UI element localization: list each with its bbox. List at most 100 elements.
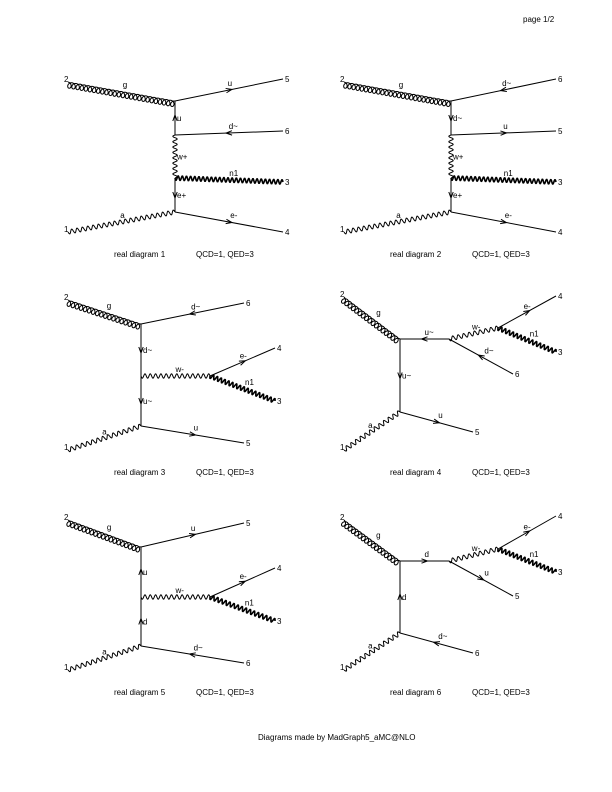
external-leg-number: 6 [558, 75, 563, 84]
fermion-arrow [448, 114, 454, 123]
diagram-caption: real diagram 5 [114, 688, 166, 697]
fermion-arrow [477, 354, 485, 361]
external-leg-number: 6 [475, 649, 480, 658]
photon-line-a [67, 209, 176, 235]
particle-label: w- [471, 544, 481, 553]
fermion-arrow [189, 431, 197, 437]
external-leg-number: 5 [246, 439, 251, 448]
fermion-arrow [225, 87, 234, 94]
particle-label: a [396, 211, 401, 220]
coupling-orders: QCD=1, QED=3 [472, 250, 530, 259]
particle-label: d [425, 550, 429, 559]
diagram-grid: g u u d~ w+ n1 e+ a e- 2 1 5 6 3 4 real diagram 1 QCD=1,… [64, 75, 563, 697]
external-leg-number: 4 [558, 228, 563, 237]
fermion-line-u [448, 560, 514, 597]
fermion-line-d~ [140, 302, 245, 325]
zig-line-n1 [450, 175, 557, 185]
external-leg-number: 3 [558, 568, 563, 577]
gluon-line-g [341, 296, 401, 344]
fermion-arrow [477, 574, 485, 581]
photon-line-a [343, 631, 401, 672]
external-leg-number: 1 [64, 443, 69, 452]
external-leg-number: 3 [277, 617, 282, 626]
particle-label: a [120, 211, 125, 220]
particle-label: d [143, 618, 147, 627]
external-leg-number: 2 [340, 513, 345, 522]
diagram-caption: real diagram 1 [114, 250, 166, 259]
fermion-arrow [138, 346, 144, 355]
fermion-line-d~ [448, 338, 514, 375]
fermion-arrow [420, 336, 428, 342]
external-leg-number: 2 [340, 75, 345, 84]
external-leg-number: 6 [246, 299, 251, 308]
external-leg-number: 3 [277, 397, 282, 406]
particle-label: d~ [502, 79, 511, 88]
external-leg-number: 6 [246, 659, 251, 668]
fermion-line-e- [209, 347, 276, 377]
particle-label: n1 [530, 550, 539, 559]
fermion-arrow [397, 372, 403, 380]
diagram-caption: real diagram 6 [390, 688, 442, 697]
external-leg-number: 2 [340, 290, 345, 299]
fermion-arrow [523, 530, 531, 537]
photon-line-w+ [172, 134, 178, 179]
external-leg-number: 2 [64, 513, 69, 522]
particle-label: d [402, 593, 406, 602]
fermion-arrow [397, 592, 403, 601]
external-leg-number: 2 [64, 75, 69, 84]
fermion-arrow [138, 397, 144, 406]
particle-label: u [191, 524, 195, 533]
particle-label: w+ [176, 153, 188, 162]
particle-label: n1 [245, 378, 254, 387]
particle-label: u~ [143, 397, 152, 406]
particle-label: e- [240, 572, 247, 581]
fermion-arrow [523, 309, 531, 316]
particle-label: a [102, 427, 107, 436]
external-leg-number: 6 [285, 127, 290, 136]
photon-line-a [67, 423, 142, 453]
external-leg-number: 1 [340, 663, 345, 672]
zig-line-n1 [174, 175, 284, 185]
particle-label: u [228, 79, 232, 88]
gluon-line-g [67, 81, 176, 108]
fermion-line-u [174, 78, 284, 102]
fermion-line-d~ [450, 78, 557, 102]
external-leg-number: 1 [340, 443, 345, 452]
fermion-line-e- [450, 211, 557, 233]
particle-label: w- [175, 365, 185, 374]
particle-label: d~ [194, 644, 203, 653]
particle-label: n1 [504, 169, 513, 178]
fermion-line-e- [497, 515, 557, 550]
external-leg-number: 5 [285, 75, 290, 84]
particle-label: g [107, 301, 111, 310]
particle-label: e+ [453, 191, 462, 200]
external-leg-number: 4 [285, 228, 290, 237]
particle-label: u~ [402, 372, 411, 381]
particle-label: g [107, 523, 111, 532]
particle-label: u [194, 424, 198, 433]
fermion-line-e- [497, 295, 557, 329]
zig-line-n1 [497, 547, 557, 574]
fermion-arrow [238, 360, 247, 366]
particle-label: e- [240, 352, 247, 361]
particle-label: u [177, 114, 181, 123]
external-leg-number: 3 [558, 178, 563, 187]
particle-label: g [376, 308, 380, 317]
particle-label: n1 [530, 330, 539, 339]
particle-label: e- [505, 211, 512, 220]
fermion-line-u [450, 130, 557, 136]
external-leg-number: 5 [558, 127, 563, 136]
photon-line-a [67, 643, 142, 673]
particle-label: a [102, 647, 107, 656]
footer-credit: Diagrams made by MadGraph5_aMC@NLO [258, 733, 416, 742]
diagram-caption: real diagram 2 [390, 250, 442, 259]
particle-label: d~ [438, 632, 447, 641]
fermion-arrow [238, 580, 247, 587]
particle-label: e+ [177, 191, 186, 200]
page-label: page 1/2 [523, 15, 555, 24]
fermion-arrow [499, 86, 507, 93]
